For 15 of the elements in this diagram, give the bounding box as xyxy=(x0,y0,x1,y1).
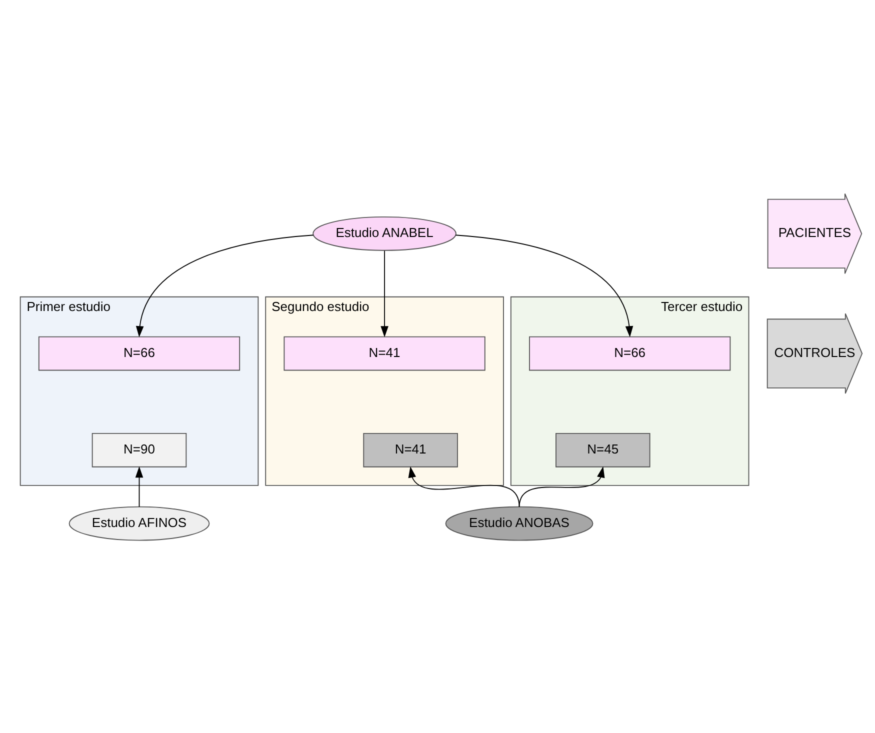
node-box: N=41 xyxy=(363,432,458,467)
node-ellipse: Estudio ANOBAS xyxy=(445,506,594,540)
node-box: N=45 xyxy=(556,432,650,467)
node-box: N=66 xyxy=(529,336,731,370)
arrow xyxy=(380,250,388,337)
arrow xyxy=(408,466,520,507)
arrow xyxy=(518,466,605,507)
node-ellipse: Estudio AFINOS xyxy=(68,506,210,540)
arrow xyxy=(136,234,314,337)
arrow xyxy=(135,466,144,507)
node-box: N=90 xyxy=(92,432,187,467)
arrow xyxy=(455,234,634,337)
node-ellipse: Estudio ANABEL xyxy=(312,216,456,250)
node-box: N=41 xyxy=(284,336,486,370)
node-box: N=66 xyxy=(38,336,240,370)
